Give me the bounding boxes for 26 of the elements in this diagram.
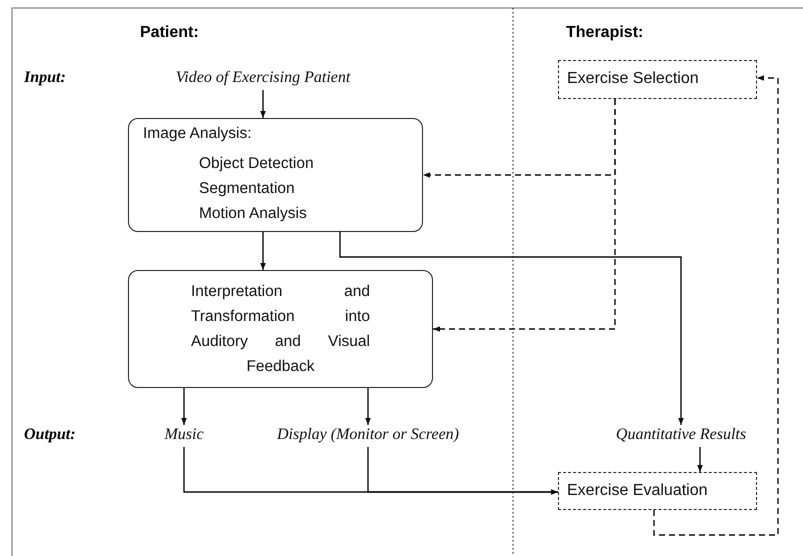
italic-text-label: Quantitative Results — [595, 425, 767, 447]
row-label: Input: — [24, 68, 66, 88]
italic-text-label: Video of Exercising Patient — [150, 68, 376, 90]
box-heading: Image Analysis: — [143, 125, 252, 143]
dashed-process-box — [558, 472, 757, 510]
italic-text-label: Display (Monitor or Screen) — [255, 425, 481, 447]
box-text: Interpretation and Transformation into Auditory and Visual Feedback — [191, 282, 370, 377]
italic-text-label: Music — [156, 425, 212, 447]
arrow — [260, 232, 266, 270]
process-box — [128, 118, 423, 232]
arrow — [367, 447, 558, 495]
arrow — [697, 447, 703, 472]
box-text: Object Detection Segmentation Motion Analysis — [199, 154, 315, 224]
arrow — [365, 388, 371, 425]
arrow — [181, 388, 187, 425]
arrow — [339, 232, 684, 425]
column-heading: Therapist: — [566, 24, 644, 42]
row-label: Output: — [24, 425, 76, 445]
process-box — [128, 270, 433, 388]
column-heading: Patient: — [140, 24, 199, 42]
arrow — [433, 99, 616, 332]
box-text: Exercise Selection — [567, 70, 699, 87]
box-text: Exercise Evaluation — [567, 482, 708, 499]
arrow — [260, 90, 266, 118]
arrow — [653, 75, 779, 536]
dashed-process-box — [558, 60, 757, 99]
